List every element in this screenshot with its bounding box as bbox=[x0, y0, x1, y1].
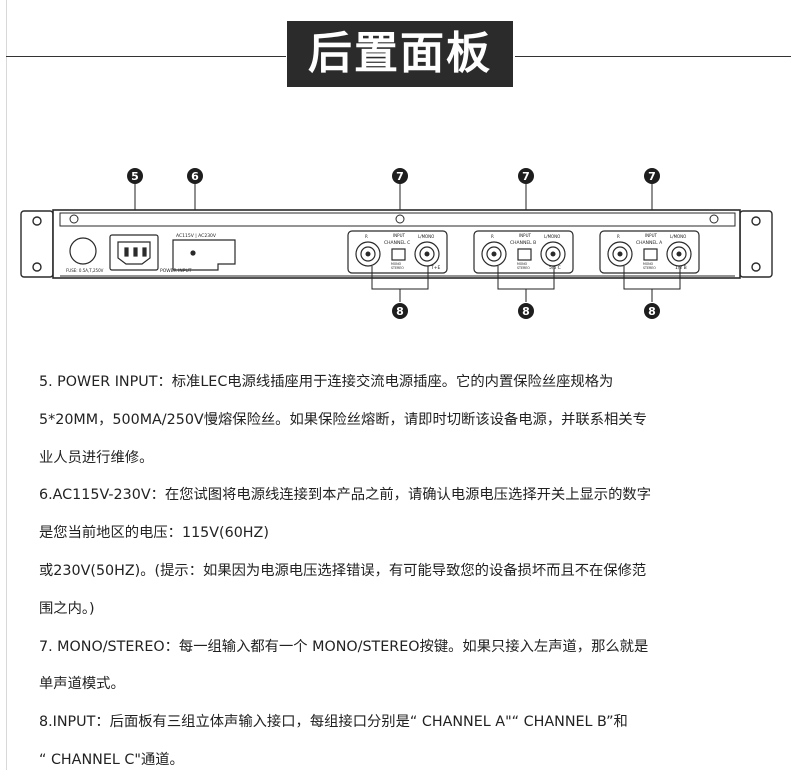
svg-text:7: 7 bbox=[522, 170, 530, 183]
channel-c-name: CHANNEL C bbox=[384, 240, 410, 246]
description-text: 5. POWER INPUT：标准LEC电源线插座用于连接交流电源插座。它的内置… bbox=[39, 364, 769, 770]
description-line: 是您当前地区的电压：115V(60HZ) bbox=[39, 525, 269, 542]
voltage-label: AC115V | AC230V bbox=[176, 233, 217, 239]
channel-b-name: CHANNEL B bbox=[510, 240, 536, 246]
channel-a-stereo-label: STEREO bbox=[643, 266, 656, 270]
channel-a-mono-label: MONO bbox=[643, 262, 654, 266]
svg-text:7: 7 bbox=[648, 170, 656, 183]
channel-c-input-label: INPUT bbox=[393, 233, 406, 238]
left-edge-line bbox=[6, 0, 7, 770]
description-line: 8.INPUT：后面板有三组立体声输入接口，每组接口分别是“ CHANNEL A… bbox=[39, 714, 628, 731]
channel-b-stereo-label: STEREO bbox=[517, 266, 530, 270]
description-line: 单声道模式。 bbox=[39, 676, 125, 693]
rear-panel-diagram: AC115V | AC230V POWER INPUT FUSE: 0.5A,T… bbox=[20, 168, 773, 319]
svg-text:5: 5 bbox=[131, 170, 139, 183]
input-bracket-lines bbox=[371, 266, 681, 302]
description-line: 业人员进行维修。 bbox=[39, 449, 154, 466]
channel-b-r-label: R bbox=[491, 234, 494, 239]
channel-a-input-label: INPUT bbox=[645, 233, 658, 238]
svg-text:8: 8 bbox=[648, 305, 656, 318]
description-line: 5*20MM，500MA/250V慢熔保险丝。如果保险丝熔断，请即时切断该设备电… bbox=[39, 411, 647, 428]
channel-a-name: CHANNEL A bbox=[636, 240, 663, 246]
channel-c-r-label: R bbox=[365, 234, 368, 239]
callout-7-channel-b: 7 bbox=[518, 168, 534, 184]
page-title: 后置面板 bbox=[287, 21, 513, 87]
channel-b-port-label: 5/6 C bbox=[549, 265, 561, 271]
description-line: “ CHANNEL C"通道。 bbox=[39, 751, 184, 768]
channel-c-port-label: T+E bbox=[430, 265, 441, 271]
channel-c-lmono-label: L/MONO bbox=[418, 234, 434, 239]
power-section bbox=[69, 234, 236, 271]
svg-text:7: 7 bbox=[396, 170, 404, 183]
channel-c-mono-label: MONO bbox=[391, 262, 402, 266]
callout-6: 6 bbox=[187, 168, 203, 184]
description-line: 6.AC115V-230V：在您试图将电源线连接到本产品之前，请确认电源电压选择… bbox=[39, 487, 651, 504]
title-rule-right bbox=[515, 56, 791, 57]
description-line: 5. POWER INPUT：标准LEC电源线插座用于连接交流电源插座。它的内置… bbox=[39, 374, 614, 390]
channel-b-group: INPUT CHANNEL B L/MONO R MONO STEREO 5/6… bbox=[473, 230, 574, 274]
rack-ears bbox=[20, 210, 773, 278]
channel-b-lmono-label: L/MONO bbox=[544, 234, 560, 239]
callout-5: 5 bbox=[127, 168, 143, 184]
channel-b-mono-label: MONO bbox=[517, 262, 528, 266]
channel-c-stereo-label: STEREO bbox=[391, 266, 404, 270]
svg-text:8: 8 bbox=[522, 305, 530, 318]
fuse-label: FUSE: 0.5A,T,250V bbox=[66, 268, 104, 273]
title-rule-left bbox=[6, 56, 286, 57]
channel-a-port-label: 1/2 B bbox=[675, 265, 687, 271]
power-input-label: POWER INPUT bbox=[160, 268, 192, 274]
svg-text:6: 6 bbox=[191, 170, 199, 183]
description-line: 7. MONO/STEREO：每一组输入都有一个 MONO/STEREO按键。如… bbox=[39, 638, 649, 655]
callout-7-channel-a: 7 bbox=[644, 168, 660, 184]
channel-a-lmono-label: L/MONO bbox=[670, 234, 686, 239]
callout-8-channel-b: 8 bbox=[518, 303, 534, 319]
callout-8-channel-c: 8 bbox=[392, 303, 408, 319]
description-line: 围之内。) bbox=[39, 600, 95, 617]
svg-text:8: 8 bbox=[396, 305, 404, 318]
channel-c-group: INPUT CHANNEL C L/MONO R MONO STEREO T+E bbox=[347, 230, 448, 274]
channel-a-r-label: R bbox=[617, 234, 620, 239]
callout-7-channel-c: 7 bbox=[392, 168, 408, 184]
channel-a-group: INPUT CHANNEL A L/MONO R MONO STEREO 1/2… bbox=[599, 230, 700, 274]
callout-8-channel-a: 8 bbox=[644, 303, 660, 319]
description-line: 或230V(50HZ)。(提示：如果因为电源电压选择错误，有可能导致您的设备损坏… bbox=[39, 562, 647, 579]
channel-b-input-label: INPUT bbox=[519, 233, 532, 238]
